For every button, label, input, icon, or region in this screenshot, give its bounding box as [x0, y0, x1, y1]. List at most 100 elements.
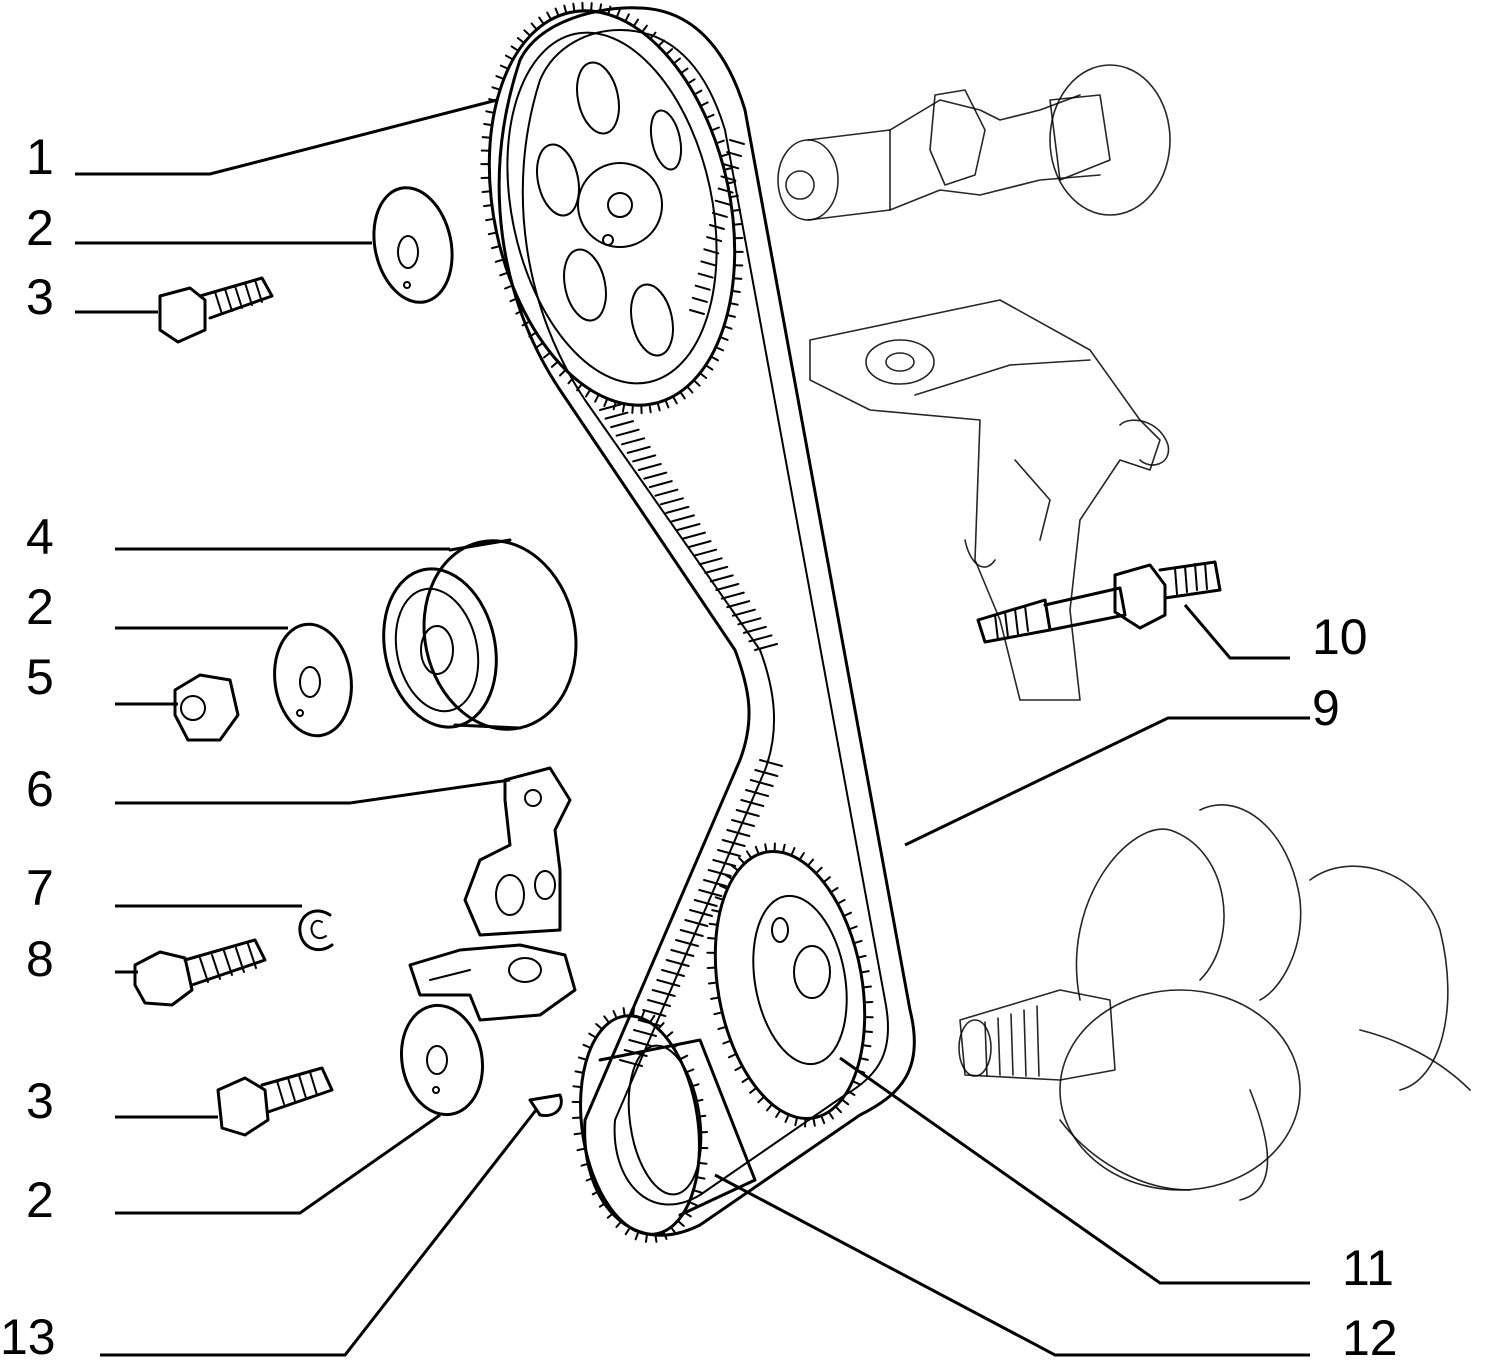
tooth [674, 59, 680, 64]
belt-tooth [733, 610, 755, 616]
tensioner-pulley [370, 526, 594, 743]
tooth [537, 343, 544, 348]
belt-tooth [606, 413, 628, 419]
tooth [706, 115, 713, 118]
tooth [831, 888, 838, 892]
belt-tooth [707, 237, 721, 241]
tooth [539, 18, 544, 25]
tooth [484, 124, 492, 125]
belt-tooth [655, 490, 677, 496]
belt-tooth [650, 481, 672, 487]
belt-tooth [738, 618, 760, 624]
tooth [501, 66, 508, 69]
tooth [706, 365, 713, 369]
washer-bottom [393, 999, 491, 1121]
tooth [532, 24, 537, 30]
callout-2b: 2 [26, 582, 54, 632]
belt-tooth [705, 567, 727, 573]
leader-6 [115, 780, 510, 803]
belt-tooth [611, 421, 633, 427]
camshaft-ghost [778, 65, 1170, 220]
leader-12 [715, 1175, 1310, 1355]
tooth [518, 38, 524, 43]
tooth [863, 1045, 871, 1046]
tooth [687, 387, 692, 393]
tooth [483, 191, 491, 192]
tooth [650, 404, 651, 412]
tooth [849, 927, 857, 930]
tooth [505, 286, 512, 289]
tooth [730, 196, 738, 197]
tooth [506, 56, 513, 60]
tooth [678, 1221, 684, 1226]
tooth [700, 373, 706, 378]
tooth [697, 1116, 705, 1117]
tooth [711, 998, 719, 999]
tooth [625, 14, 629, 21]
tooth [524, 30, 530, 36]
tooth [724, 168, 732, 170]
tooth [484, 205, 492, 206]
tooth [496, 76, 504, 79]
belt-tooth [628, 447, 650, 453]
tooth [813, 1118, 814, 1126]
callout-12: 12 [1342, 1313, 1398, 1363]
tooth [756, 847, 759, 854]
belt-tooth [689, 541, 711, 547]
tooth [500, 273, 508, 276]
tooth [666, 49, 672, 54]
tooth [720, 337, 728, 340]
tooth [547, 13, 551, 20]
tooth [681, 69, 688, 74]
tooth [708, 938, 716, 939]
tooth [854, 941, 862, 943]
crankshaft-ghost [959, 805, 1470, 1200]
tooth [595, 395, 599, 402]
tooth [723, 1041, 731, 1044]
callout-2a: 2 [26, 203, 54, 253]
callout-7: 7 [26, 863, 54, 913]
tooth [496, 260, 504, 262]
belt-tooth [690, 310, 704, 314]
tooth [864, 1031, 872, 1032]
belt-tooth [716, 584, 738, 590]
tooth [614, 1011, 617, 1018]
tensioner-bracket [410, 768, 575, 1020]
timing-belt [499, 8, 914, 1235]
tooth [732, 291, 740, 292]
tooth [716, 347, 723, 350]
tooth [800, 853, 804, 860]
tooth [765, 844, 766, 852]
tooth [861, 971, 869, 972]
tooth [658, 41, 664, 47]
tooth [636, 1232, 639, 1240]
nut [175, 675, 238, 740]
tooth [739, 858, 745, 864]
callout-4: 4 [26, 512, 54, 562]
tooth [721, 154, 729, 156]
tooth [734, 224, 742, 225]
belt-tooth [667, 960, 689, 966]
belt-tooth [711, 575, 733, 581]
tooth [552, 362, 558, 367]
belt-tooth [755, 770, 777, 776]
tooth [560, 370, 566, 376]
belt-tooth [683, 533, 705, 539]
tooth [486, 219, 494, 220]
tooth [658, 403, 660, 411]
tooth [821, 1116, 824, 1123]
callout-8: 8 [26, 934, 54, 984]
tooth [544, 353, 550, 358]
stud-with-nut [978, 562, 1220, 642]
belt-tooth [676, 940, 698, 946]
belt-tooth [681, 930, 703, 936]
belt-tooth [722, 593, 744, 599]
tooth [617, 10, 620, 17]
belt-tooth [622, 438, 644, 444]
tooth [716, 141, 724, 144]
belt-tooth [685, 920, 707, 926]
callout-6: 6 [26, 764, 54, 814]
leader-9 [905, 718, 1310, 845]
